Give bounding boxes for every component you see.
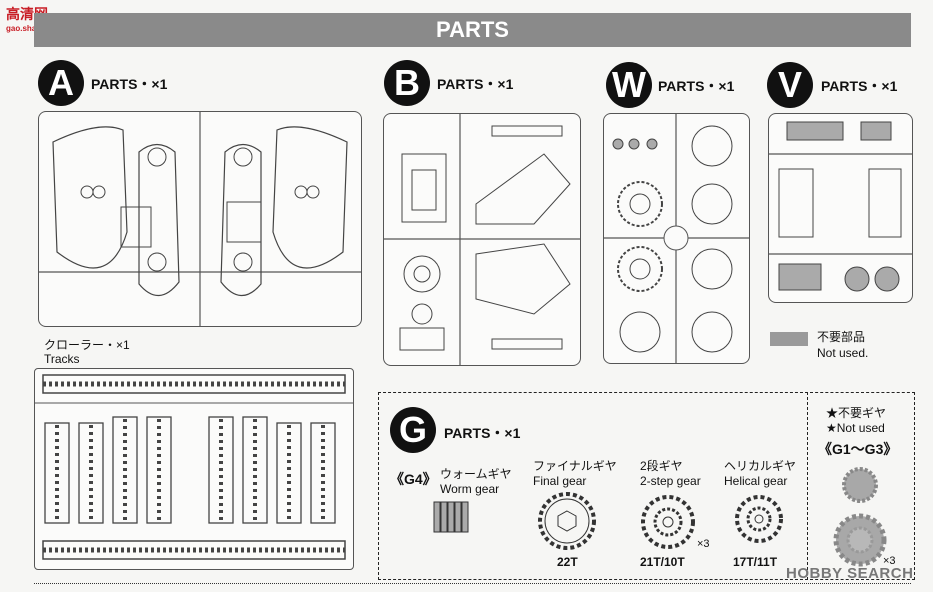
part-b-count: PARTS・×1 [437,76,514,92]
two-step-gear-icon [640,494,696,550]
sprue-b-drawing [384,114,580,365]
unused-gear-large-icon [832,512,888,568]
not-used-label-en: Not used. [817,346,869,360]
part-letter-w: W [606,62,652,108]
tracks-sprue [34,368,354,570]
tracks-label-jp: クローラー・×1 [44,338,130,352]
part-letter-g: G [390,407,436,453]
unused-gears-code: 《G1〜G3》 [818,441,898,457]
sprue-b [383,113,581,366]
sprue-v [768,113,913,303]
unused-gear-large-shape [833,513,887,567]
helical-gear-teeth: 17T/11T [733,555,778,569]
sprue-a-drawing [39,112,361,326]
two-step-gear-shape [641,495,695,549]
two-step-gear-label-jp: 2段ギヤ [640,459,683,473]
part-letter-v: V [767,62,813,108]
worm-gear-label-jp: ウォームギヤ [440,467,512,481]
gear-g-box [378,392,808,580]
tracks-drawing [35,374,353,560]
worm-gear-label-en: Worm gear [440,482,500,496]
helical-gear-label-jp: ヘリカルギヤ [724,459,797,473]
unused-gear-small-shape [842,467,878,503]
part-letter-b: B [384,60,430,106]
final-gear-icon [537,491,597,551]
tracks-label-en: Tracks [44,352,80,366]
final-gear-label-jp: ファイナルギヤ [533,459,617,473]
sprue-w-drawing [604,114,749,363]
worm-gear-icon [432,498,474,536]
sprue-a [38,111,362,327]
part-v-count: PARTS・×1 [821,78,898,94]
part-a-count: PARTS・×1 [91,76,168,92]
unused-gears-label-jp: ★不要ギヤ [826,406,887,420]
site-logo-url: gao.shan.com [6,24,60,33]
bottom-divider [34,583,911,584]
final-gear-teeth: 22T [557,555,578,569]
worm-gear-shape [433,501,469,533]
two-step-gear-teeth: 21T/10T [640,555,685,569]
not-used-label-jp: 不要部品 [817,330,866,344]
helical-gear-label-en: Helical gear [724,474,788,488]
part-g-count: PARTS・×1 [444,425,521,441]
unused-gears-box [810,392,915,580]
hobby-search-watermark: HOBBY SEARCH [786,565,914,582]
part-w-count: PARTS・×1 [658,78,735,94]
part-letter-a: A [38,60,84,106]
final-gear-shape [538,492,596,550]
unused-gear-small-icon [840,465,880,505]
helical-gear-shape [735,495,783,543]
worm-gear-code: 《G4》 [390,471,437,487]
helical-gear-icon [734,494,784,544]
sprue-w [603,113,750,364]
page-title: PARTS [436,17,509,42]
not-used-swatch-shape [770,332,808,346]
final-gear-label-en: Final gear [533,474,587,488]
sprue-v-drawing [769,121,912,292]
two-step-gear-label-en: 2-step gear [640,474,701,488]
two-step-gear-qty: ×3 [697,538,710,550]
not-used-swatch [770,332,808,346]
unused-gears-label-en: ★Not used [826,421,885,435]
parts-banner: PARTS [34,13,911,47]
unused-gears-qty: ×3 [883,555,896,567]
